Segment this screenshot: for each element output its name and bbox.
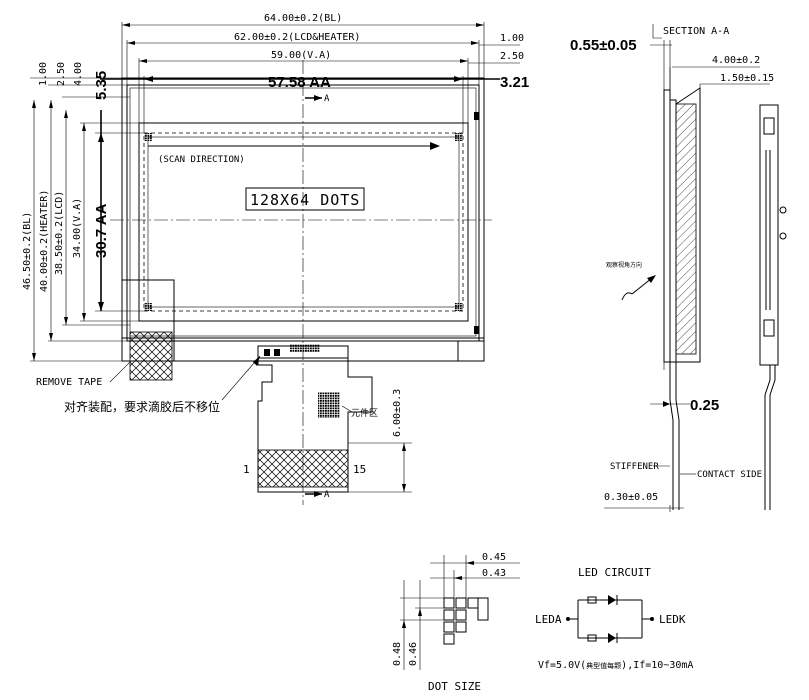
section-dim-inner: 1.50±0.15 (720, 73, 774, 84)
dim-right-offset-2: 2.50 (500, 51, 524, 62)
top-dimensions: 64.00±0.2(BL) 62.00±0.2(LCD&HEATER) 59.0… (100, 13, 529, 133)
remove-tape-area (129, 331, 173, 381)
section-mark-bottom: A (324, 490, 330, 500)
pin-15-label: 15 (353, 463, 366, 476)
dot-size-title: DOT SIZE (428, 680, 481, 693)
aa-corner-mark (144, 133, 152, 141)
fpc-contact-area (257, 449, 349, 488)
resolution-label: 128X64 DOTS (250, 191, 360, 209)
section-dim-total: 4.00±0.2 (712, 55, 760, 66)
contact-side-label: CONTACT SIDE (697, 470, 762, 480)
dim-va-height: 34.00(V.A) (72, 198, 83, 258)
section-view: SECTION A-A 0.55±0.05 4.00±0.2 1.50±0.15… (570, 24, 787, 512)
view-direction-note: 观察视角方向 (606, 261, 642, 269)
section-mark-top: A (324, 94, 330, 104)
side-tab (474, 326, 479, 334)
dim-bl-width: 64.00±0.2(BL) (264, 13, 342, 24)
section-title: SECTION A-A (663, 26, 729, 37)
dim-top-offset-3: 4.00 (73, 62, 84, 86)
side-profile (759, 104, 787, 510)
left-dimensions: 46.50±0.2(BL) 40.00±0.2(HEATER) 38.50±0.… (22, 62, 144, 362)
viewing-area (138, 122, 469, 322)
scan-direction-label: (SCAN DIRECTION) (158, 155, 245, 165)
led-cathode-label: LEDK (659, 613, 686, 626)
remove-tape-label: REMOVE TAPE (36, 377, 102, 388)
dim-bl-height: 46.50±0.2(BL) (22, 212, 33, 290)
dim-top-offset-2: 2.50 (56, 62, 67, 86)
aa-corner-mark (455, 133, 463, 141)
fpc-thickness: 0.25 (690, 397, 719, 414)
dim-aa-height: 30.7 AA (93, 203, 110, 258)
dim-va-width: 59.00(V.A) (271, 50, 331, 61)
side-tab (474, 112, 479, 120)
front-view: (SCAN DIRECTION) 128X64 DOTS 元件区 1 15 A (22, 13, 529, 505)
pin-1-label: 1 (243, 463, 250, 476)
led-spec: Vf=5.0V(典型值每颗),If=10~30mA (538, 660, 693, 671)
led-circuit-title: LED CIRCUIT (578, 566, 651, 579)
fpc: 元件区 1 15 (243, 344, 378, 493)
fpc-pads (290, 344, 320, 352)
led-diode-icon (608, 595, 616, 605)
stiffener-thickness: 0.30±0.05 (604, 492, 658, 503)
dim-lcd-height: 38.50±0.2(LCD) (54, 191, 65, 275)
lcd-glass-layer (663, 89, 671, 363)
led-spec-prefix: Vf=5.0V( (538, 660, 586, 671)
dot-size-detail: 0.45 0.43 0.48 0.46 DOT SIZE (392, 552, 520, 693)
dot-pitch-x: 0.45 (482, 552, 506, 563)
dim-right-offset-1: 1.00 (500, 33, 524, 44)
dim-aa-width: 57.58 AA (268, 74, 331, 91)
dot-size-y: 0.46 (408, 642, 419, 666)
assembly-note: 对齐装配，要求滴胶后不移位 (64, 399, 220, 414)
led-spec-suffix: ),If=10~30mA (621, 660, 693, 671)
stiffener-label: STIFFENER (610, 462, 659, 472)
resolution-box (245, 187, 365, 211)
active-area (143, 132, 464, 312)
led-spec-note: 典型值每颗 (586, 661, 621, 670)
led-anode-label: LEDA (535, 613, 562, 626)
dim-lcd-heater-width: 62.00±0.2(LCD&HEATER) (234, 32, 360, 43)
led-circuit: LED CIRCUIT LEDA LEDK Vf=5.0V(典型值每颗),If=… (535, 566, 693, 671)
section-thickness: 0.55±0.05 (570, 37, 637, 54)
component-block (318, 392, 340, 418)
dim-right-offset-aa: 3.21 (500, 74, 529, 91)
dot-pitch-y: 0.48 (392, 642, 403, 666)
dim-top-offset-aa: 5.35 (93, 71, 110, 100)
dim-top-offset-1: 1.00 (38, 62, 49, 86)
dot-size-x: 0.43 (482, 568, 506, 579)
aa-corner-mark (455, 303, 463, 311)
eye-icon (621, 292, 633, 301)
active-area-inner (147, 136, 460, 308)
backlight-layer (675, 103, 697, 355)
component-area-label: 元件区 (351, 407, 378, 419)
dim-heater-height: 40.00±0.2(HEATER) (39, 190, 50, 292)
dim-fpc-length: 6.00±0.3 (392, 389, 403, 437)
led-diode-icon (608, 633, 616, 643)
aa-corner-mark (144, 303, 152, 311)
